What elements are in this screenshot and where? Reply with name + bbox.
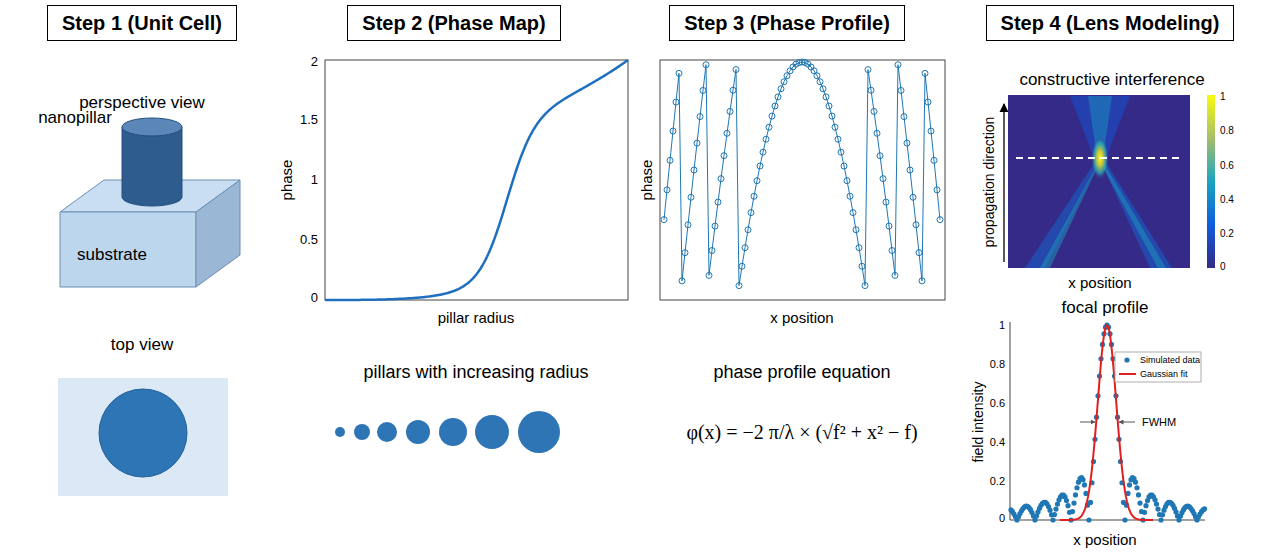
phase-profile-curve [661,59,943,289]
step-heading: Step 4 (Lens Modeling) [1001,12,1220,34]
axis-label: pillar radius [438,309,515,326]
step-heading-box: Step 4 (Lens Modeling) [986,5,1235,41]
axis-label: phase [278,160,295,201]
axis-label: x position [1073,531,1136,548]
colorbar-tick: 0.8 [1220,125,1234,137]
panel-title: focal profile [1062,298,1149,318]
step-heading-box: Step 2 (Phase Map) [347,5,560,41]
part-name: nanopillar [38,108,112,128]
field-heatmap [1008,95,1190,268]
axis-label: propagation direction [981,117,997,248]
equation: φ(x) = −2 π/λ × (√f² + x² − f) [686,421,917,444]
step-heading-box: Step 1 (Unit Cell) [47,5,237,41]
phase-map-axes [325,60,628,300]
colorbar-tick: 1 [1220,91,1226,103]
axis-label: field intensity [970,382,986,463]
step-heading-box: Step 3 (Phase Profile) [669,5,905,41]
colorbar-tick: 0 [1220,261,1226,273]
tick-label: 0.6 [990,397,1005,410]
phase-profile-axes [660,60,945,300]
part-name: substrate [77,245,147,265]
axis-label: x position [770,309,833,326]
legend-sample [1119,374,1136,375]
colorbar-tick: 0.6 [1220,160,1234,172]
legend-text: Gaussian fit [1140,368,1188,380]
colorbar [1207,95,1215,268]
tick-label: 2 [311,55,318,70]
tick-label: 0.4 [990,436,1005,449]
top-view-cell [58,378,228,496]
step-heading: Step 3 (Phase Profile) [684,12,890,34]
focal-profile-axes [1010,322,1205,520]
caption-text: phase profile equation [713,362,890,383]
colorbar-tick: 0.2 [1220,228,1234,240]
tick-label: 1.5 [300,113,318,128]
axis-label: phase [638,160,655,201]
colorbar-tick: 0.4 [1220,194,1234,206]
tick-label: 0.5 [300,233,318,248]
step-heading: Step 2 (Phase Map) [362,12,545,34]
tick-label: 0.2 [990,475,1005,488]
annotation: FWHM [1142,416,1176,429]
caption-text: pillars with increasing radius [363,362,588,383]
axis-label: x position [1068,274,1131,291]
legend-sample [1124,357,1129,362]
legend-text: Simulated data [1140,354,1200,366]
fwhm-arrows [1080,422,1135,423]
nanopillar-cylinder [122,118,182,206]
view-title: top view [111,335,173,355]
legend-box [1115,352,1201,382]
propagation-arrow [1003,104,1004,262]
pillar-row [335,411,560,453]
tick-label: 0 [311,291,318,306]
phase-map-curve [325,60,628,300]
panel-title: constructive interference [1019,70,1204,90]
step-heading: Step 1 (Unit Cell) [62,12,222,34]
focal-profile-curve [1008,322,1207,522]
tick-label: 0 [999,512,1005,525]
tick-label: 1 [311,173,318,188]
tick-label: 0.8 [990,358,1005,371]
tick-label: 1 [999,319,1005,332]
